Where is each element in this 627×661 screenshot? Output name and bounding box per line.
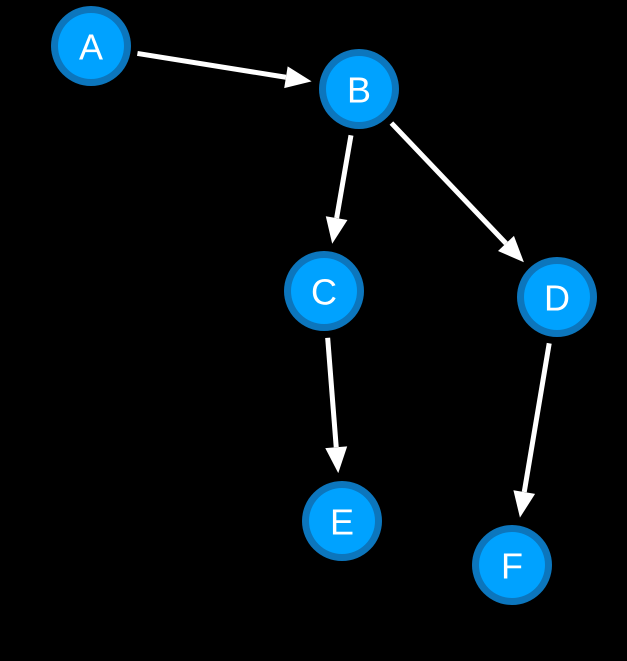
edge-d-to-f[interactable] <box>513 342 552 518</box>
edge-line <box>137 50 287 80</box>
edge-arrowhead <box>498 235 524 263</box>
node-d[interactable]: D <box>517 257 597 337</box>
node-b[interactable]: B <box>319 49 399 129</box>
node-a[interactable]: A <box>51 6 131 86</box>
node-core <box>524 264 590 330</box>
edge-line <box>334 134 354 219</box>
edge-line <box>521 342 552 493</box>
node-core <box>479 532 545 598</box>
node-core <box>309 488 375 554</box>
edge-a-to-b[interactable] <box>137 50 312 89</box>
node-core <box>326 56 392 122</box>
node-f[interactable]: F <box>472 525 552 605</box>
edge-arrowhead <box>284 66 312 89</box>
node-core <box>58 13 124 79</box>
edge-b-to-c[interactable] <box>325 134 354 244</box>
edge-arrowhead <box>325 446 348 474</box>
edge-arrowhead <box>513 490 536 518</box>
edge-b-to-d[interactable] <box>389 121 524 263</box>
edge-c-to-e[interactable] <box>325 337 348 474</box>
nodes-layer: A B C D E F <box>51 6 597 605</box>
node-e[interactable]: E <box>302 481 382 561</box>
node-core <box>291 258 357 324</box>
edge-arrowhead <box>325 216 348 244</box>
edges-layer <box>137 50 552 518</box>
node-c[interactable]: C <box>284 251 364 331</box>
edge-line <box>325 337 339 448</box>
edge-line <box>389 121 508 246</box>
